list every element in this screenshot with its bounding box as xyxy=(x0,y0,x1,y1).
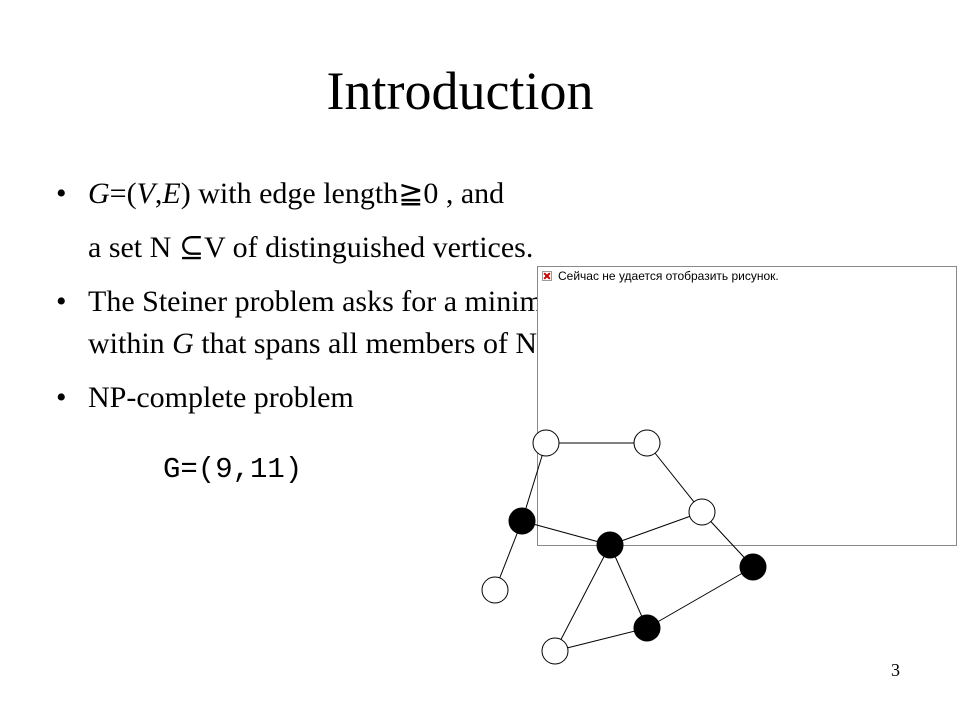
vertex-i xyxy=(541,637,569,665)
graph-edge-a-c xyxy=(521,442,547,522)
graph-edge-b-d xyxy=(646,442,703,513)
bullet-marker: • xyxy=(56,381,67,414)
text-fragment: within xyxy=(88,327,173,360)
bullet-2-line-2: within G that spans all members of N. xyxy=(88,326,545,362)
vertex-g xyxy=(481,576,509,604)
vertex-set-symbol: V xyxy=(136,177,155,210)
graph-vertices xyxy=(481,429,767,665)
distinguished-vertex-c xyxy=(508,507,536,535)
broken-image-icon xyxy=(542,271,552,281)
text-fragment: ) with edge length xyxy=(180,177,399,210)
graph-symbol: G xyxy=(172,327,194,360)
text-fragment: =( xyxy=(109,177,137,210)
image-placeholder-text: Сейчас не удается отобразить рисунок. xyxy=(558,269,779,283)
graph-edges xyxy=(494,442,754,652)
vertex-a xyxy=(532,429,560,457)
bullet-1-line-1: G=(V,E) with edge length≧0 , and xyxy=(88,176,504,212)
graph-edge-e-d xyxy=(609,511,703,546)
edge-set-symbol: E xyxy=(162,177,181,210)
graph-edge-h-i xyxy=(554,627,648,652)
subset-symbol: ⊆ xyxy=(178,231,204,264)
text-fragment: , xyxy=(154,177,163,210)
bullet-marker: • xyxy=(56,177,67,210)
vertex-d xyxy=(688,498,716,526)
text-fragment: a set N xyxy=(88,231,179,264)
distinguished-vertex-e xyxy=(596,531,624,559)
graph-label: G=(9,11) xyxy=(163,453,303,486)
nonnegative-symbol: ≧0 , and xyxy=(398,177,505,210)
text-fragment: V of distinguished vertices. xyxy=(203,231,534,264)
graph-edge-e-i xyxy=(554,544,611,652)
page-number: 3 xyxy=(891,660,900,680)
slide-title: Introduction xyxy=(326,61,594,121)
bullet-1-line-2: a set N ⊆V of distinguished vertices. xyxy=(88,230,533,266)
distinguished-vertex-f xyxy=(739,553,767,581)
vertex-b xyxy=(633,429,661,457)
distinguished-vertex-h xyxy=(633,614,661,642)
graph-symbol: G xyxy=(88,177,110,210)
graph-edge-c-e xyxy=(521,520,611,546)
text-fragment: that spans all members of N. xyxy=(193,327,545,360)
bullet-marker: • xyxy=(56,285,67,318)
image-placeholder: Сейчас не удается отобразить рисунок. xyxy=(537,266,957,546)
graph-edge-f-h xyxy=(646,566,754,629)
graph-edge-e-h xyxy=(609,544,648,629)
bullet-3-line-1: NP-complete problem xyxy=(88,381,354,414)
